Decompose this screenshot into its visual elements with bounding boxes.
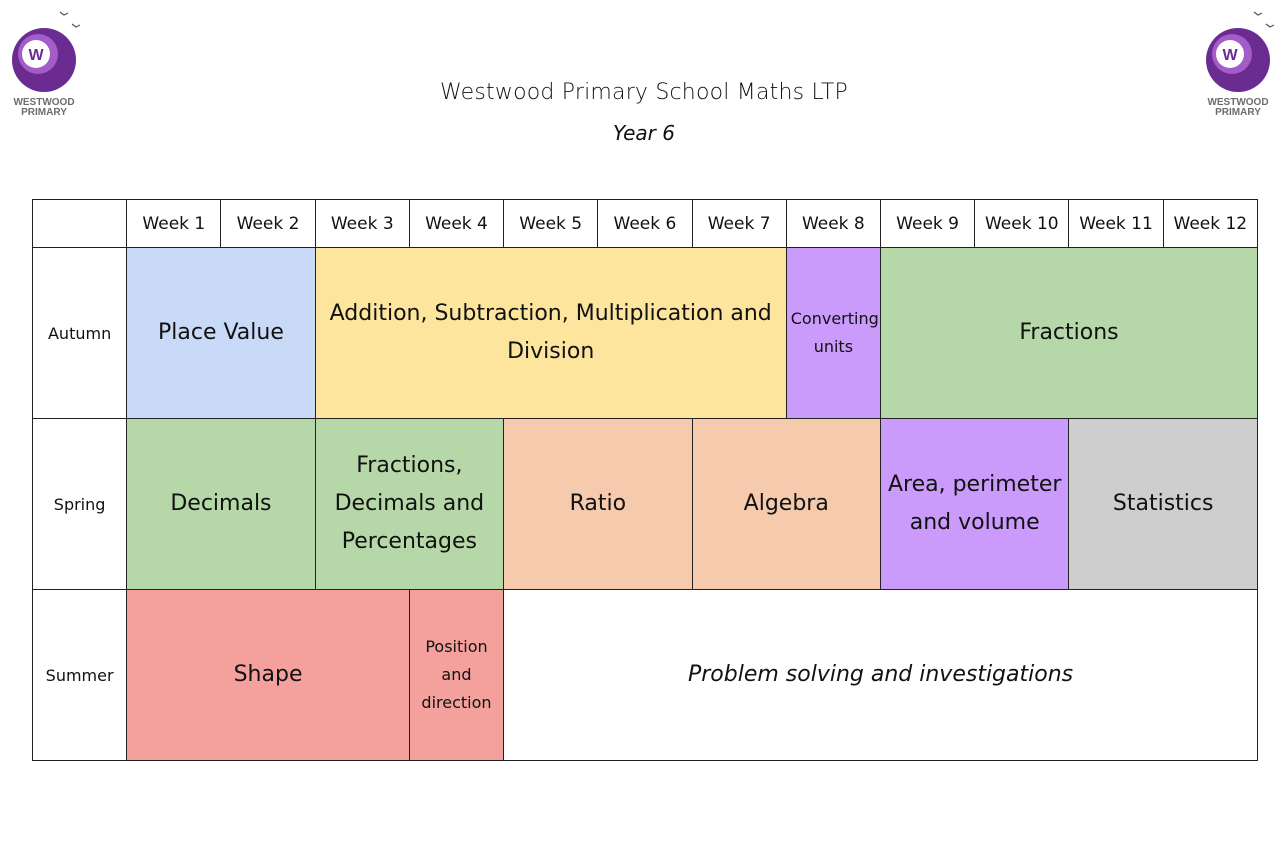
page-title: Westwood Primary School Maths LTP: [439, 80, 848, 105]
school-crest-icon: W: [1206, 11, 1274, 92]
unit-shape: Shape: [126, 589, 410, 761]
week-header: Week 11: [1068, 199, 1164, 248]
unit-fractions-decimals-percentages: Fractions, Decimals and Percentages: [314, 418, 505, 590]
week-header: Week 4: [408, 199, 505, 248]
unit-area-perimeter-volume: Area, perimeter and volume: [879, 418, 1070, 590]
spring-row: Spring Decimals Fractions, Decimals and …: [31, 418, 1258, 590]
week-header: Week 7: [691, 199, 787, 248]
logo-text-line1: WESTWOOD: [13, 97, 75, 108]
logo-text-line2: PRIMARY: [1215, 107, 1261, 118]
logo-text-line1: WESTWOOD: [1207, 97, 1269, 108]
page-subtitle: Year 6: [613, 121, 675, 145]
corner-cell: [31, 199, 128, 248]
logo-letter: W: [28, 47, 44, 64]
summer-row: Summer Shape Position and direction Prob…: [31, 589, 1258, 761]
unit-fractions: Fractions: [879, 247, 1259, 419]
week-header: Week 9: [879, 199, 976, 248]
week-header: Week 10: [974, 199, 1070, 248]
unit-four-operations: Addition, Subtraction, Multiplication an…: [314, 247, 787, 419]
term-label-spring: Spring: [31, 418, 128, 590]
unit-converting-units: Converting units: [785, 247, 881, 419]
unit-position-direction: Position and direction: [408, 589, 505, 761]
school-crest-icon: W: [12, 11, 80, 92]
autumn-row: Autumn Place Value Addition, Subtraction…: [31, 247, 1259, 419]
week-header: Week 1: [126, 199, 222, 248]
term-label-autumn: Autumn: [31, 247, 128, 419]
school-logo-right: W WESTWOOD PRIMARY: [1202, 10, 1274, 120]
unit-statistics: Statistics: [1068, 418, 1258, 590]
week-header: Week 3: [314, 199, 410, 248]
week-header: Week 6: [597, 199, 693, 248]
term-label-summer: Summer: [31, 589, 128, 761]
week-header: Week 12: [1162, 199, 1259, 248]
school-logo-left: W WESTWOOD PRIMARY: [8, 10, 80, 120]
unit-algebra: Algebra: [691, 418, 881, 590]
unit-decimals: Decimals: [126, 418, 316, 590]
week-header: Week 8: [785, 199, 881, 248]
logo-text-line2: PRIMARY: [21, 107, 67, 118]
unit-ratio: Ratio: [503, 418, 693, 590]
unit-problem-solving: Problem solving and investigations: [503, 589, 1258, 761]
week-header: Week 2: [220, 199, 316, 248]
week-header: Week 5: [503, 199, 599, 248]
long-term-plan-table: Week 1 Week 2 Week 3 Week 4 Week 5 Week …: [31, 199, 1259, 761]
logo-letter: W: [1222, 47, 1238, 64]
week-header-row: Week 1 Week 2 Week 3 Week 4 Week 5 Week …: [31, 199, 1259, 248]
unit-place-value: Place Value: [126, 247, 316, 419]
